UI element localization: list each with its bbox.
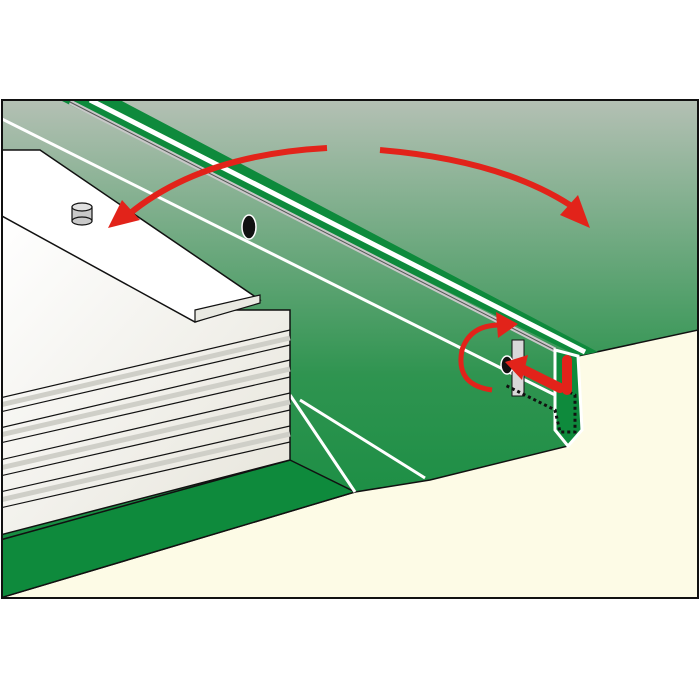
rail-stripe: [88, 101, 587, 355]
rotate-right-arrow: [379, 147, 590, 228]
peg-icon: [71, 202, 93, 226]
rail-stripe: [288, 394, 357, 493]
turn-arrow-icon: [458, 312, 518, 393]
clamp-bar-edge: [194, 294, 261, 323]
paper-sheet-lines: [3, 329, 291, 508]
paper-sheet-highlights: [3, 335, 291, 502]
rotate-left-arrow: [108, 145, 328, 228]
rail-hole: [241, 214, 257, 240]
frame-border: [1, 99, 699, 599]
insert-arrow-icon: [505, 355, 572, 395]
rail-stripe: [299, 398, 426, 480]
rail-slot-edge: [69, 101, 556, 351]
